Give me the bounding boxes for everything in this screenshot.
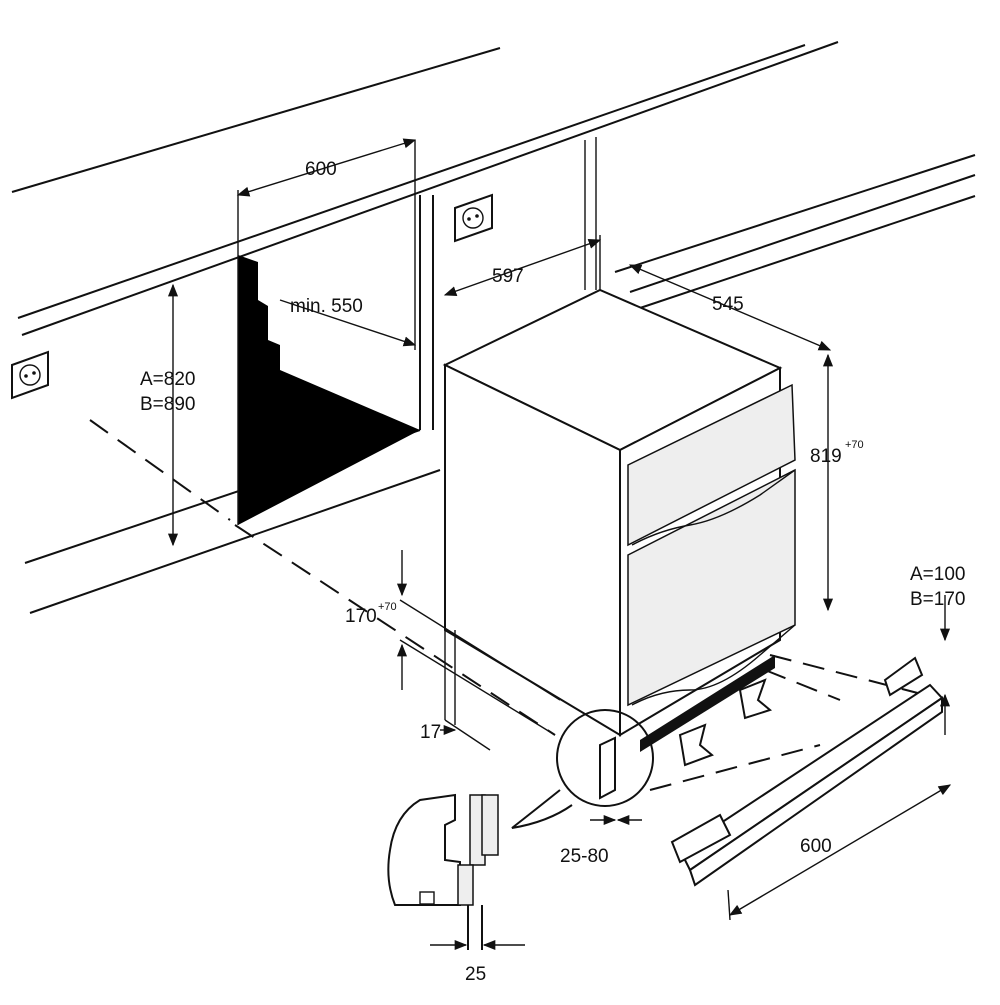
- floor-guides: [89, 419, 946, 791]
- label-niche-height-b: B=890: [140, 394, 195, 415]
- dimension-lines: [167, 138, 952, 951]
- label-side-offset: 17: [420, 722, 441, 743]
- label-niche-height-a: A=820: [140, 369, 195, 390]
- label-appliance-height: 819: [810, 446, 842, 467]
- label-niche-width: 600: [305, 159, 337, 180]
- label-plinth-setback: 25-80: [560, 846, 609, 867]
- power-socket-icon: [11, 350, 49, 400]
- label-plinth-width: 600: [800, 836, 832, 857]
- label-plinth-gap-tol: +70: [378, 601, 397, 613]
- power-socket-icon: [454, 193, 493, 243]
- detail-callout: [511, 709, 654, 829]
- airflow-arrows: [678, 678, 773, 767]
- worktop: [11, 41, 839, 336]
- label-plinth-gap: 170: [345, 606, 377, 627]
- label-niche-depth: min. 550: [290, 296, 363, 317]
- niche-opening: [238, 255, 420, 525]
- label-detail-offset: 25: [465, 964, 486, 985]
- label-appliance-width: 597: [492, 266, 524, 287]
- label-appliance-height-tol: +70: [845, 439, 864, 451]
- section-detail: [387, 793, 499, 950]
- appliance: [442, 288, 796, 752]
- label-plinth-height-b: B=170: [910, 589, 965, 610]
- label-plinth-height-a: A=100: [910, 564, 965, 585]
- label-appliance-depth: 545: [712, 294, 744, 315]
